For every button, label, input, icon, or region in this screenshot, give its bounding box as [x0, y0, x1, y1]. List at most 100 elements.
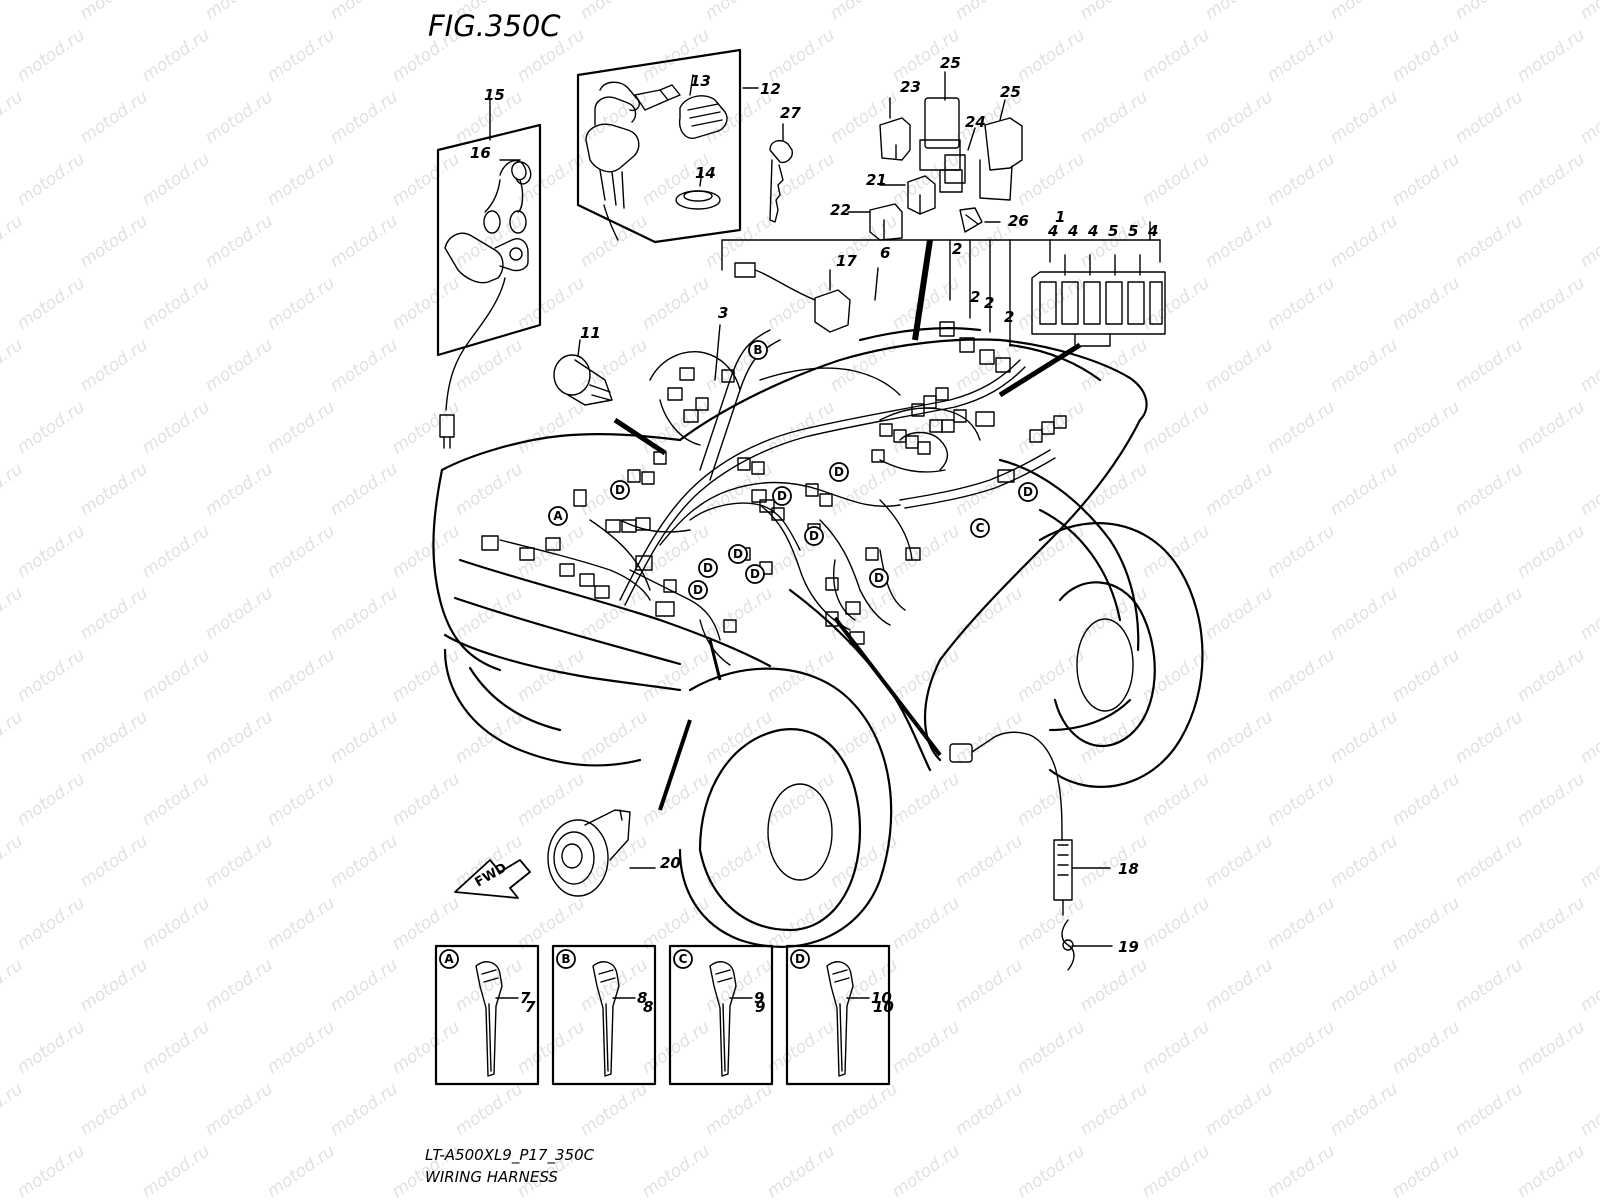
watermark-text: motod.ru: [138, 397, 214, 458]
callout-letter: D: [777, 489, 787, 503]
watermark-text: motod.ru: [326, 87, 402, 148]
watermark-text: motod.ru: [1388, 893, 1464, 954]
callout-letter: D: [615, 483, 625, 497]
watermark-text: motod.ru: [138, 25, 214, 86]
panel-frame: [551, 944, 657, 1086]
panel-frame: [434, 944, 540, 1086]
part-number-label: 14: [695, 164, 716, 182]
watermark-text: motod.ru: [1513, 1141, 1589, 1200]
watermark-text: motod.ru: [1451, 459, 1527, 520]
callout-letter: D: [809, 529, 819, 543]
watermark-text: motod.ru: [1263, 769, 1339, 830]
harness-connector: [655, 601, 675, 617]
harness-connector: [751, 489, 767, 503]
watermark-text: motod.ru: [0, 583, 27, 644]
watermark-text: motod.ru: [326, 1079, 402, 1140]
watermark-text: motod.ru: [1201, 1079, 1277, 1140]
watermark-text: motod.ru: [0, 707, 27, 768]
harness-connector: [627, 469, 641, 483]
part-number-label: 25: [940, 54, 961, 72]
watermark-text: motod.ru: [1263, 25, 1339, 86]
watermark-text: motod.ru: [1576, 211, 1600, 272]
watermark-text: motod.ru: [1201, 335, 1277, 396]
watermark-text: motod.ru: [1076, 87, 1152, 148]
watermark-text: motod.ru: [138, 645, 214, 706]
watermark-text: motod.ru: [1076, 0, 1152, 24]
watermark-text: motod.ru: [138, 1141, 214, 1200]
harness-connector: [683, 409, 699, 423]
clamp-callout: D: [1018, 482, 1038, 502]
watermark-text: motod.ru: [263, 645, 339, 706]
watermark-text: motod.ru: [1451, 87, 1527, 148]
callout-letter: A: [553, 509, 563, 523]
watermark-text: motod.ru: [388, 397, 464, 458]
harness-connector: [594, 585, 610, 599]
watermark-text: motod.ru: [1201, 831, 1277, 892]
clamp-panel: B8: [551, 944, 657, 1086]
callout-circle: [548, 506, 568, 526]
part-number-label: 25: [1000, 83, 1021, 101]
panel-part-number: 8: [637, 989, 647, 1007]
watermark-text: motod.ru: [576, 87, 652, 148]
harness-connector: [559, 563, 575, 577]
watermark-text: motod.ru: [951, 707, 1027, 768]
clamp-callout: C: [970, 518, 990, 538]
watermark-text: motod.ru: [0, 0, 27, 24]
harness-connector: [723, 619, 737, 633]
watermark-text: motod.ru: [451, 583, 527, 644]
watermark-text: motod.ru: [263, 397, 339, 458]
watermark-text: motod.ru: [13, 397, 89, 458]
panel-part-number: 7: [520, 989, 531, 1007]
watermark-text: motod.ru: [1138, 1141, 1214, 1200]
part-number-label: 26: [1008, 212, 1029, 230]
watermark-text: motod.ru: [76, 459, 152, 520]
watermark-text: motod.ru: [1326, 87, 1402, 148]
part-number-label: 5: [1128, 222, 1138, 240]
watermark-text: motod.ru: [1201, 707, 1277, 768]
part-number-label: 19: [1118, 938, 1139, 956]
callout-letter: B: [753, 343, 762, 357]
watermark-text: motod.ru: [576, 707, 652, 768]
harness-connector: [935, 387, 949, 401]
watermark-text: motod.ru: [576, 0, 652, 24]
watermark-text: motod.ru: [763, 645, 839, 706]
watermark-text: motod.ru: [1513, 273, 1589, 334]
watermark-text: motod.ru: [638, 273, 714, 334]
watermark-text: motod.ru: [76, 831, 152, 892]
watermark-text: motod.ru: [326, 955, 402, 1016]
harness-connector: [635, 517, 651, 531]
panel-letter-circle: [673, 949, 693, 969]
tie-head-detail: [715, 969, 733, 983]
clamp-panel: D10: [785, 944, 892, 1086]
watermark-text: motod.ru: [76, 707, 152, 768]
watermark-text: motod.ru: [13, 25, 89, 86]
panel-letter: D: [795, 952, 805, 966]
watermark-text: motod.ru: [13, 521, 89, 582]
tie-head-detail: [481, 969, 499, 983]
harness-connector: [805, 483, 819, 497]
harness-connector: [663, 579, 677, 593]
callout-circle: [772, 486, 792, 506]
harness-connector: [1029, 429, 1043, 443]
watermark-text: motod.ru: [263, 769, 339, 830]
watermark-text: motod.ru: [388, 645, 464, 706]
watermark-text: motod.ru: [888, 397, 964, 458]
power-socket-11: [553, 354, 613, 406]
part-number-label: 5: [1108, 222, 1118, 240]
harness-connector: [917, 441, 931, 455]
panel-letter: B: [561, 952, 570, 966]
watermark-text: motod.ru: [76, 87, 152, 148]
callout-letter: D: [834, 465, 844, 479]
watermark-text: motod.ru: [638, 397, 714, 458]
part-number-label: 18: [1118, 860, 1139, 878]
callout-circle: [688, 580, 708, 600]
watermark-text: motod.ru: [1326, 831, 1402, 892]
harness-connector: [679, 367, 695, 381]
watermark-text: motod.ru: [201, 1079, 277, 1140]
callout-letter: D: [733, 547, 743, 561]
watermark-text: motod.ru: [1263, 273, 1339, 334]
watermark-text: motod.ru: [1138, 521, 1214, 582]
watermark-text: motod.ru: [201, 955, 277, 1016]
cable-tie-shape: [592, 961, 620, 1077]
watermark-text: motod.ru: [1076, 707, 1152, 768]
